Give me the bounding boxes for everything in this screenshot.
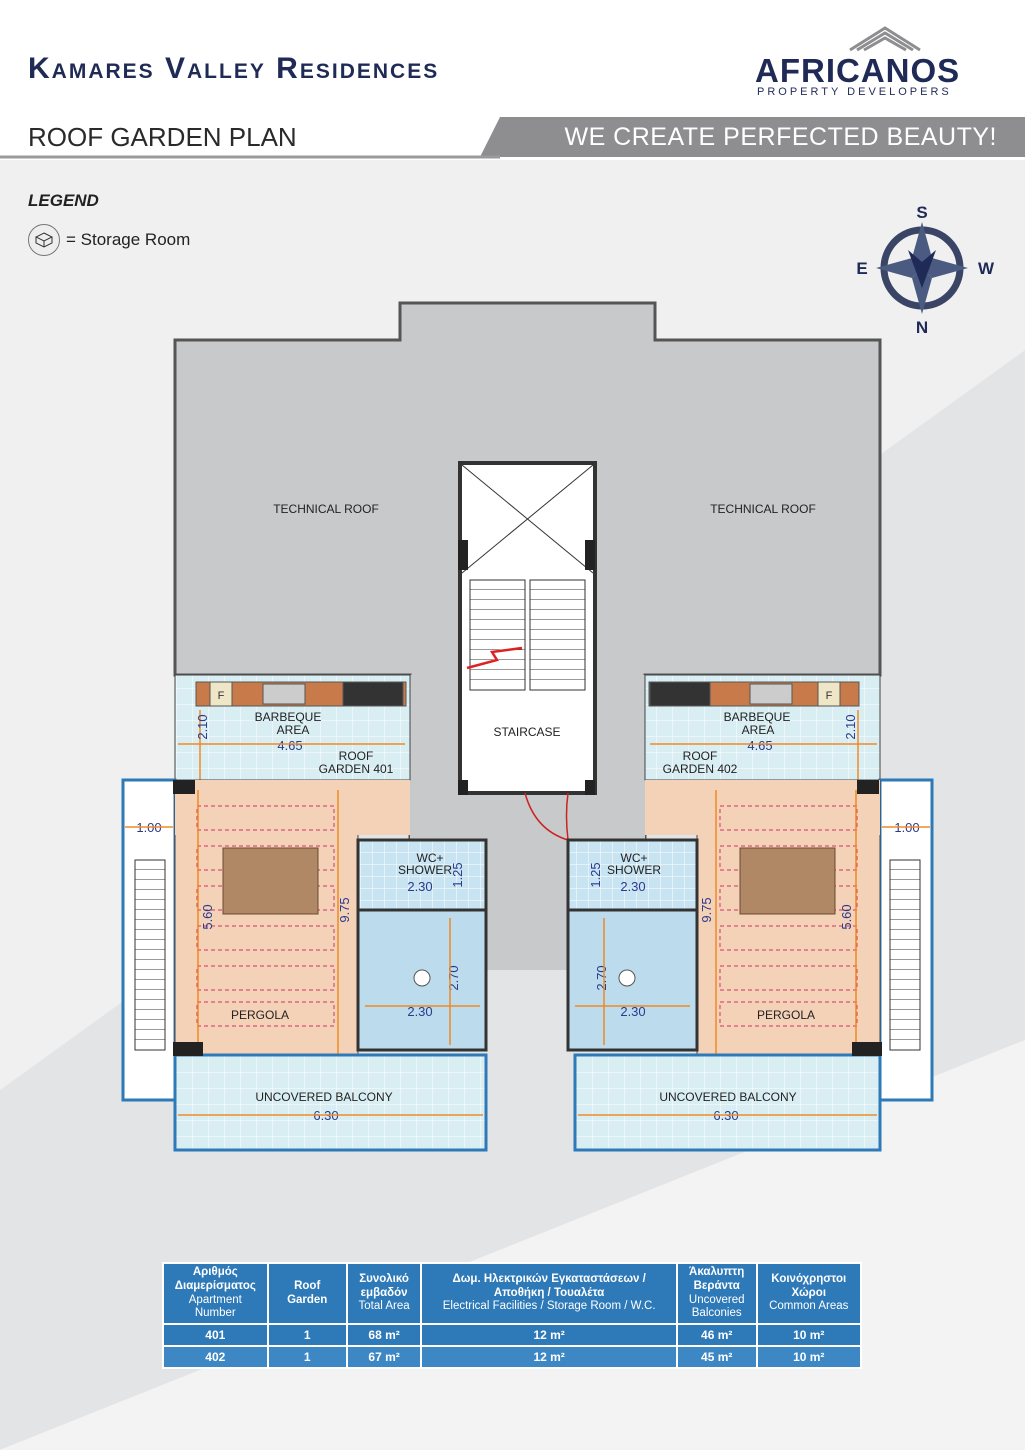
bbq-401-line2: AREA (277, 723, 310, 737)
africanos-logo: AFRICANOS PROPERTY DEVELOPERS (755, 22, 1000, 102)
plan-title: ROOF GARDEN PLAN (28, 122, 297, 152)
pergola-402-label: PERGOLA (757, 1008, 815, 1022)
bbq-401-line1: BARBEQUE (255, 710, 322, 724)
bbq-402-line2: AREA (742, 723, 775, 737)
garden-402-line1: ROOF (683, 749, 718, 763)
legend-storage: = Storage Room (28, 224, 190, 256)
wc-402-width: 2.30 (620, 879, 645, 894)
logo-subtitle: PROPERTY DEVELOPERS (757, 86, 952, 98)
bbq-401-height: 2.10 (195, 714, 210, 739)
project-title: Kamares Valley Residences (28, 52, 440, 85)
table-row: 402 1 67 m² 12 m² 45 m² 10 m² (162, 1345, 862, 1370)
pergola-402-width: 5.60 (839, 904, 854, 929)
table-row: 401 1 68 m² 12 m² 46 m² 10 m² (162, 1323, 862, 1348)
technical-roof-right-label: TECHNICAL ROOF (710, 502, 816, 516)
storage-401-width: 2.30 (407, 1004, 432, 1019)
balcony-401-label: UNCOVERED BALCONY (255, 1090, 392, 1104)
wc-401-height: 1.25 (450, 862, 465, 887)
technical-roof-left-label: TECHNICAL ROOF (273, 502, 379, 516)
pergola-401-label: PERGOLA (231, 1008, 289, 1022)
logo-name: AFRICANOS (755, 52, 961, 89)
logo-roof-icon (849, 26, 921, 52)
staircase-label: STAIRCASE (493, 725, 560, 739)
fridge-401: F (218, 690, 225, 702)
staircase: STAIRCASE (458, 461, 597, 841)
bbq-401-width: 4.65 (277, 738, 302, 753)
garden-401-line1: ROOF (339, 749, 374, 763)
slogan: WE CREATE PERFECTED BEAUTY! (564, 123, 997, 151)
bbq-402-height: 2.10 (843, 714, 858, 739)
unit-401: F BARBEQUE AREA 4.65 2.10 ROOF GARDEN 40… (121, 674, 488, 1152)
storage-box-icon (28, 224, 60, 256)
balcony-402-label: UNCOVERED BALCONY (659, 1090, 796, 1104)
wc-401-line2: SHOWER (398, 863, 452, 877)
garden-402-line2: GARDEN 402 (663, 762, 738, 776)
wc-402-height: 1.25 (588, 862, 603, 887)
legend-title: LEGEND (28, 191, 99, 210)
wc-402-line2: SHOWER (607, 863, 661, 877)
bbq-402-width: 4.65 (747, 738, 772, 753)
unit-402: F BARBEQUE AREA 4.65 2.10 ROOF GARDEN 40… (566, 674, 934, 1152)
pergola-401-width: 5.60 (200, 904, 215, 929)
wc-401-width: 2.30 (407, 879, 432, 894)
wc-401-line1: WC+ (417, 851, 444, 865)
storage-401-height: 2.70 (446, 965, 461, 990)
col-facilities: Δωμ. Ηλεκτρικών Εγκαταστάσεων / Αποθήκη … (420, 1261, 678, 1326)
wc-402-line1: WC+ (621, 851, 648, 865)
legend-storage-text: = Storage Room (66, 230, 191, 249)
bbq-402-line1: BARBEQUE (724, 710, 791, 724)
pergola-401-height: 9.75 (337, 897, 352, 922)
storage-402-height: 2.70 (594, 965, 609, 990)
pergola-402-height: 9.75 (699, 897, 714, 922)
garden-401-line2: GARDEN 401 (319, 762, 394, 776)
storage-402-width: 2.30 (620, 1004, 645, 1019)
fridge-402: F (826, 690, 833, 702)
col-roof-garden: Roof Garden (266, 1261, 348, 1326)
